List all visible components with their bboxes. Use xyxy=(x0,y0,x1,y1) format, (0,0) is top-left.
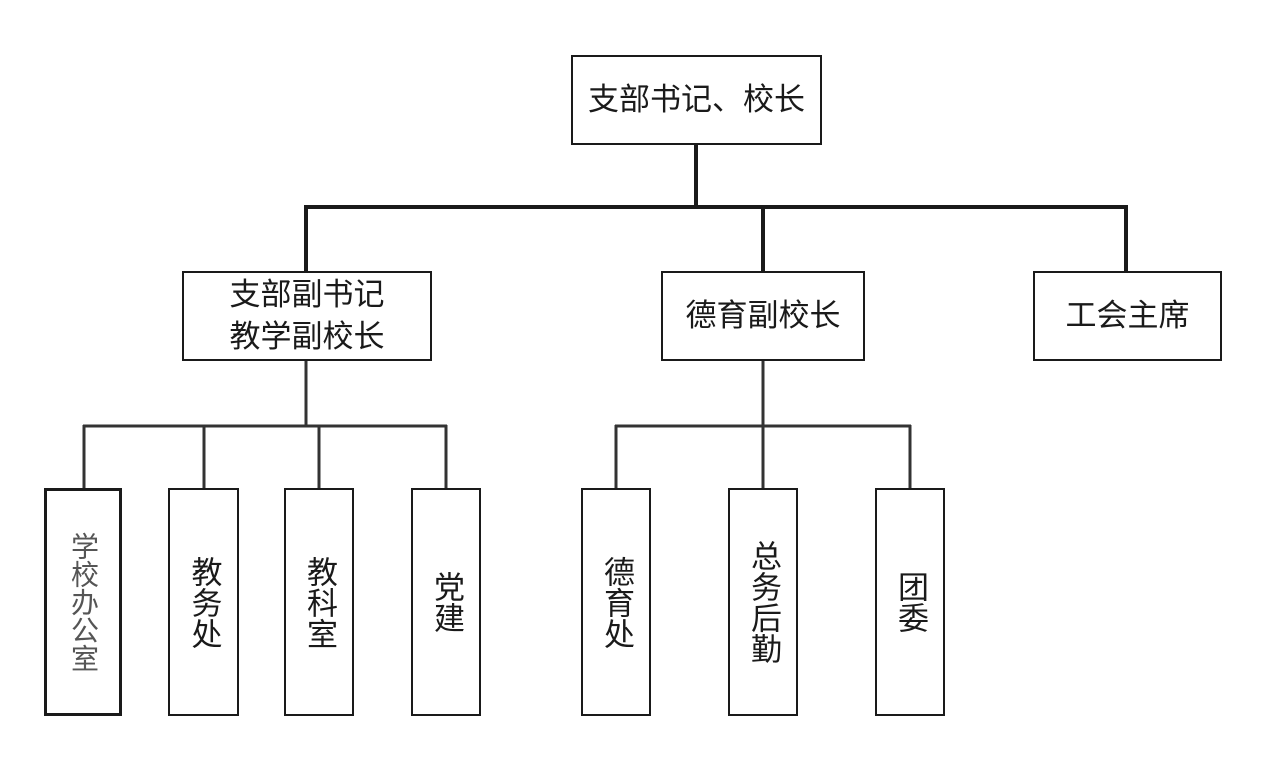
school-office-label: 学校办公室 xyxy=(67,532,100,672)
party-building-box: 党建 xyxy=(411,488,481,716)
root-box: 支部书记、校长 xyxy=(571,55,822,145)
moral-office-label: 德育处 xyxy=(598,555,634,649)
moral-vice-principal-label: 德育副校长 xyxy=(685,298,841,334)
logistics-label: 总务后勤 xyxy=(745,540,781,664)
vice-secretary-label-line2: 教学副校长 xyxy=(229,319,385,355)
moral-vice-principal-box: 德育副校长 xyxy=(661,271,865,361)
union-chair-box: 工会主席 xyxy=(1033,271,1222,361)
youth-league-box: 团委 xyxy=(875,488,945,716)
school-office-box: 学校办公室 xyxy=(44,488,122,716)
root-label: 支部书记、校长 xyxy=(588,82,805,118)
logistics-box: 总务后勤 xyxy=(728,488,798,716)
academic-affairs-label: 教务处 xyxy=(185,555,222,649)
vice-secretary-box: 支部副书记 教学副校长 xyxy=(182,271,432,361)
youth-league-label: 团委 xyxy=(892,571,928,633)
research-office-box: 教科室 xyxy=(284,488,354,716)
party-building-label: 党建 xyxy=(428,571,464,633)
academic-affairs-box: 教务处 xyxy=(168,488,239,716)
union-chair-label: 工会主席 xyxy=(1065,298,1190,334)
moral-office-box: 德育处 xyxy=(581,488,651,716)
research-office-label: 教科室 xyxy=(301,555,337,649)
vice-secretary-label-line1: 支部副书记 xyxy=(229,277,385,313)
